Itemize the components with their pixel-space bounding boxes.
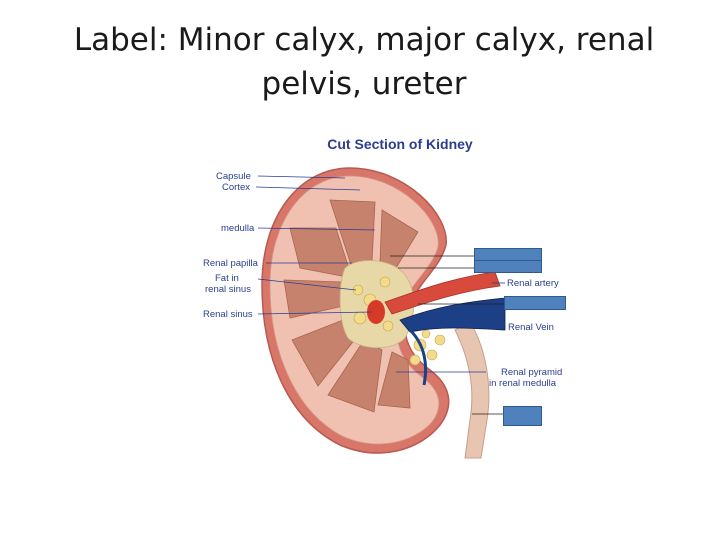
label-renal-artery: Renal artery (507, 278, 559, 289)
renal-vein (399, 297, 506, 333)
answer-box-major-calyx[interactable] (474, 260, 542, 273)
renal-artery (384, 271, 501, 315)
slide-title-line-2: pelvis, ureter (261, 66, 467, 102)
leader-cortex (255, 186, 361, 191)
answer-box-ureter[interactable] (503, 406, 542, 426)
leader-renal-sinus (257, 311, 373, 315)
renal-pyramid (377, 351, 411, 409)
renal-pyramids (283, 199, 419, 413)
label-capsule: Capsule (216, 171, 251, 182)
label-fat-line-1: Fat in (215, 273, 239, 284)
label-renal-papilla: Renal papilla (203, 258, 259, 269)
label-cortex: Cortex (222, 182, 250, 193)
label-pyramid-line-2: in renal medulla (489, 378, 557, 389)
label-renal-sinus: Renal sinus (203, 309, 253, 320)
label-fat-line-2: renal sinus (205, 284, 251, 295)
label-medulla: medulla (221, 223, 255, 234)
renal-vein-branch (408, 328, 428, 386)
slide-title-line-1: Label: Minor calyx, major calyx, renal (73, 22, 655, 58)
leader-medulla (257, 227, 376, 231)
figure-title: Cut Section of Kidney (327, 136, 473, 152)
renal-pyramid (327, 339, 383, 413)
label-pyramid-line-1: Renal pyramid (501, 367, 562, 378)
label-renal-vein: Renal Vein (508, 322, 554, 333)
answer-box-renal-pelvis[interactable] (504, 296, 566, 310)
slide-title: Label: Minor calyx, major calyx, renal p… (40, 18, 688, 106)
leader-capsule (257, 175, 346, 179)
renal-sinus-spot (367, 300, 385, 324)
ureter (454, 321, 490, 459)
leader-fat (257, 278, 357, 291)
